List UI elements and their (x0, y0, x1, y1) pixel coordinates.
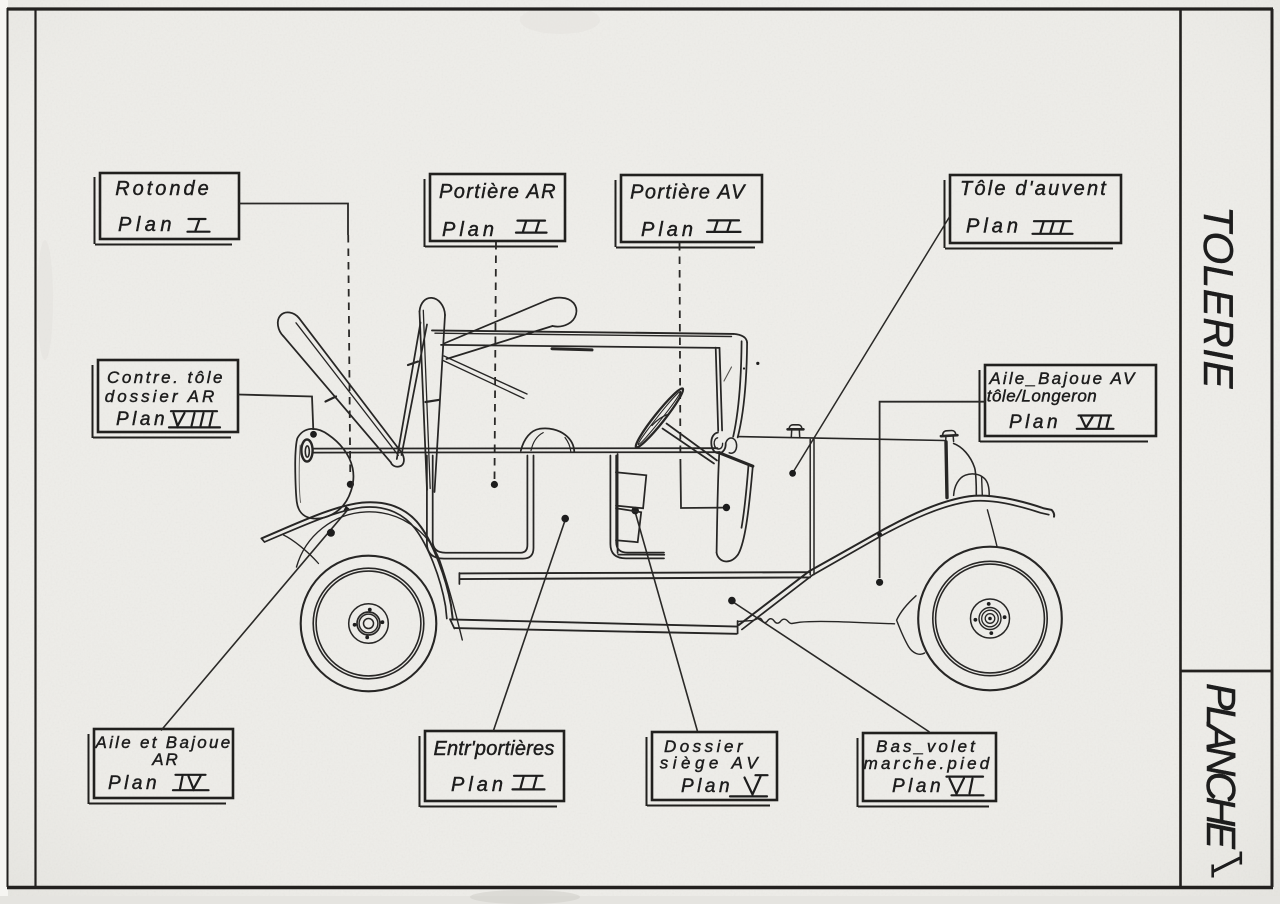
svg-text:Tôle d'auvent: Tôle d'auvent (960, 178, 1108, 200)
svg-text:Aile_Bajoue AV: Aile_Bajoue AV (988, 369, 1136, 388)
svg-text:Contre. tôle: Contre. tôle (107, 368, 225, 387)
svg-text:Plan: Plan (892, 776, 944, 797)
svg-text:Bas_volet: Bas_volet (876, 737, 978, 756)
svg-text:Plan: Plan (1009, 412, 1061, 433)
svg-text:Dossier: Dossier (664, 737, 746, 756)
svg-text:Entr'portières: Entr'portières (433, 738, 554, 760)
svg-text:Plan: Plan (451, 774, 507, 796)
svg-text:AR: AR (151, 750, 180, 769)
svg-text:Portière AR: Portière AR (439, 181, 557, 203)
svg-text:marche.pied: marche.pied (864, 754, 993, 773)
svg-text:Plan: Plan (116, 409, 168, 430)
svg-text:PLANCHE: PLANCHE (1198, 683, 1244, 850)
svg-text:Aile et Bajoue: Aile et Bajoue (94, 733, 232, 752)
svg-text:TOLERIE: TOLERIE (1195, 206, 1242, 390)
svg-text:Plan: Plan (442, 219, 498, 241)
svg-text:tôle/Longeron: tôle/Longeron (987, 387, 1097, 406)
svg-text:Portière AV: Portière AV (630, 182, 746, 204)
svg-text:Rotonde: Rotonde (115, 178, 212, 200)
svg-text:Plan: Plan (118, 214, 176, 236)
svg-text:dossier AR: dossier AR (105, 387, 218, 406)
svg-text:Plan: Plan (641, 219, 697, 241)
svg-text:Plan: Plan (966, 216, 1022, 238)
svg-text:Plan: Plan (681, 776, 733, 797)
svg-text:siège AV: siège AV (660, 754, 762, 773)
svg-text:Plan: Plan (108, 773, 160, 794)
